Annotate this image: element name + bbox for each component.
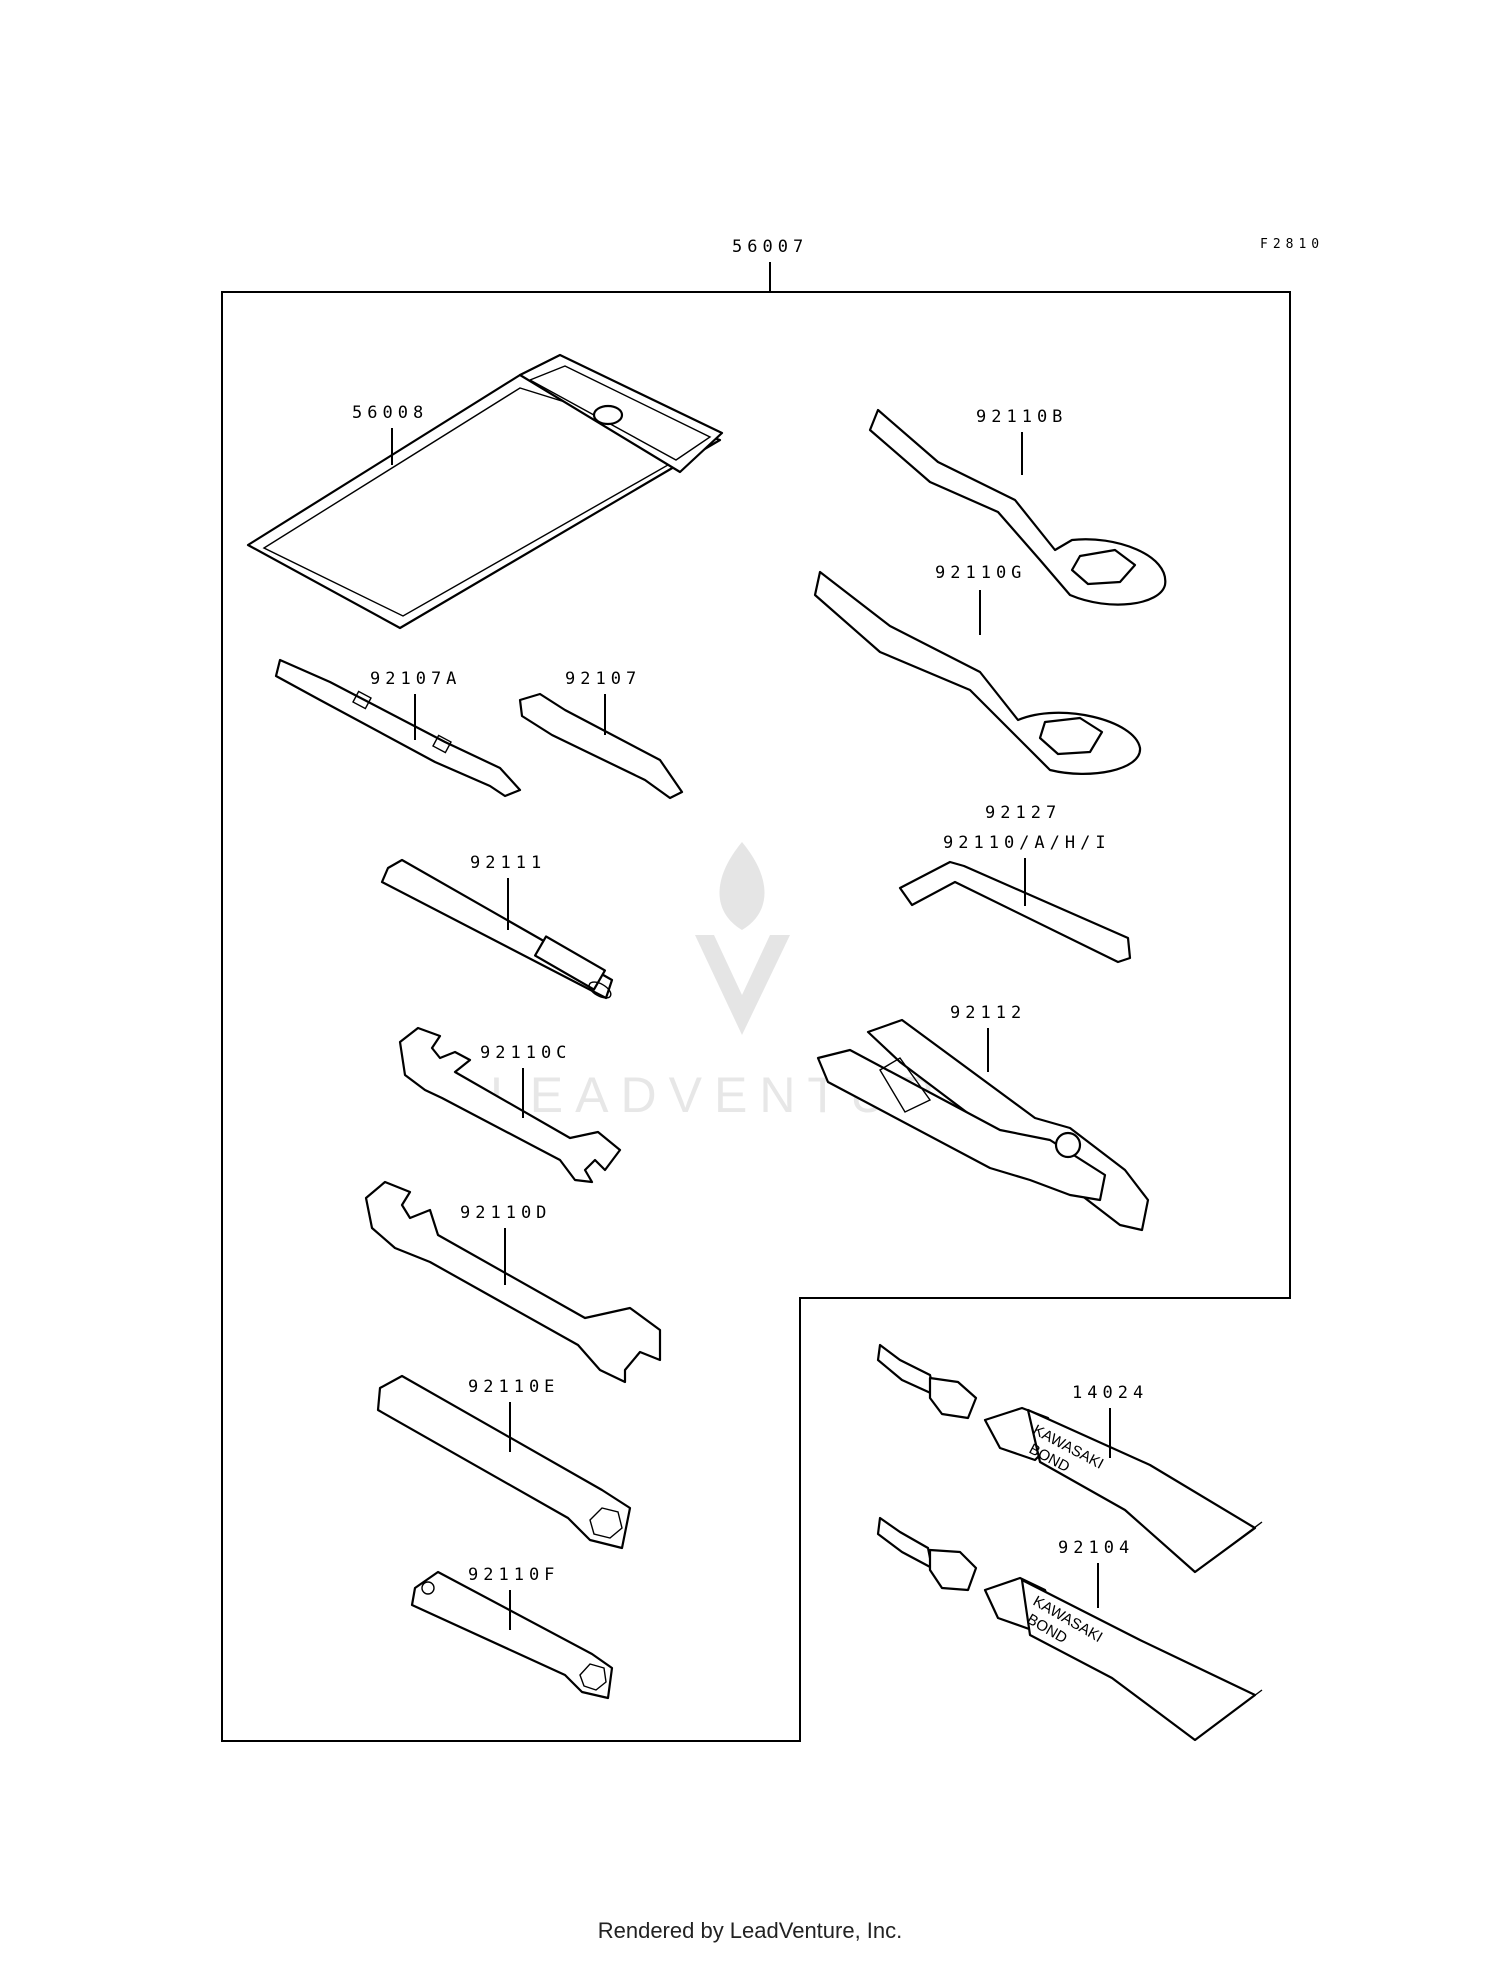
label-92104: 92104 [1058,1538,1134,1558]
screwdriver-92107a[interactable]: 92107A [274,658,522,798]
tool-bag[interactable]: 56008 [246,353,724,630]
footer-credit: Rendered by LeadVenture, Inc. [597,1918,903,1943]
label-92107a: 92107A [370,669,461,689]
label-92110f: 92110F [468,1565,559,1585]
figure-code: F2810 [1260,237,1324,252]
spanner-92110c[interactable]: 92110C [398,1026,622,1184]
label-92110e: 92110E [468,1377,559,1397]
label-92110c: 92110C [480,1043,571,1063]
label-92111: 92111 [470,853,546,873]
handle-bar-92111[interactable]: 92111 [380,853,614,1001]
ring-wrench-92110g[interactable]: 92110G [813,563,1142,775]
label-92110-a-h-i: 92110/A/H/I [943,833,1111,853]
screwdriver-92107[interactable]: 92107 [518,669,684,800]
hex-key[interactable]: 92127 92110/A/H/I [898,803,1132,964]
label-92112: 92112 [950,1003,1026,1023]
box-wrench-92110e[interactable]: 92110E [376,1374,632,1550]
ring-wrench-92110b[interactable]: 92110B [868,407,1167,606]
label-92107: 92107 [565,669,641,689]
bond-tube-14024[interactable]: KAWASAKI BOND 14024 [876,1343,1263,1574]
assembly-label: 56007 [732,237,808,257]
assembly-frame [221,291,1291,1742]
label-92110b: 92110B [976,407,1067,427]
spanner-92110d[interactable]: 92110D [364,1180,662,1384]
box-wrench-92110f[interactable]: 92110F [410,1565,614,1700]
label-92110d: 92110D [460,1203,551,1223]
pliers-92112[interactable]: 92112 [816,1003,1150,1232]
label-14024: 14024 [1072,1383,1148,1403]
label-92127: 92127 [985,803,1061,823]
label-56008: 56008 [352,403,428,423]
label-92110g: 92110G [935,563,1026,583]
